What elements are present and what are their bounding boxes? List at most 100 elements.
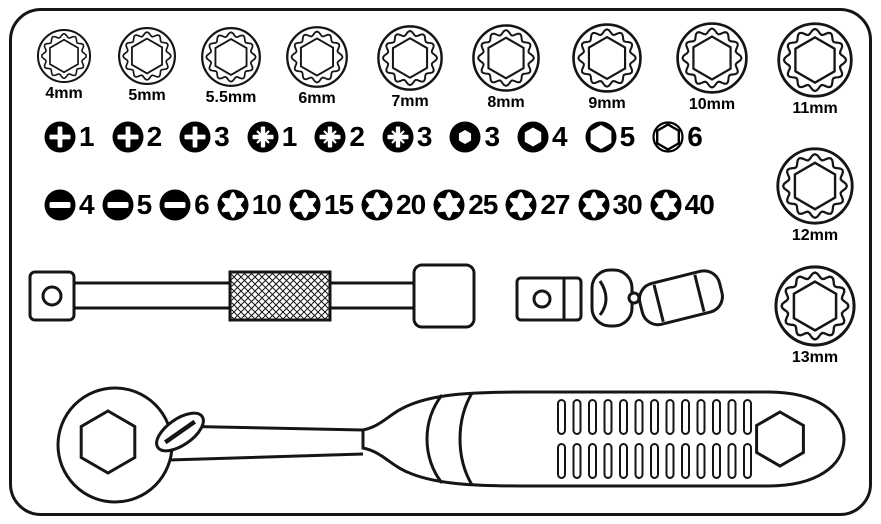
socket-4mm: 4mm [36, 28, 92, 103]
ratchet-grip-outline [361, 390, 846, 488]
bit-torx-15: 15 [289, 189, 354, 221]
socket-drawing [117, 26, 177, 86]
u-joint-swivel-end [638, 269, 724, 327]
bit-size-label: 3 [214, 121, 230, 152]
bit-size-label: 27 [540, 189, 570, 220]
socket-drawing [776, 21, 854, 99]
bit-pozidriv-1: 1 [247, 121, 297, 153]
extension-bar-shaft-2 [330, 281, 414, 310]
socket-11mm: 11mm [776, 21, 854, 118]
bit-size-label: 3 [484, 121, 500, 152]
extension-bar-knurled-grip [228, 270, 332, 322]
bit-size-label: 4 [79, 189, 95, 220]
universal-joint-drawing [515, 268, 724, 328]
bit-size-label: 5 [619, 121, 636, 152]
socket-5mm: 5mm [117, 26, 177, 105]
torx-bit-icon [505, 189, 537, 221]
pozidriv-bit-icon [314, 121, 346, 153]
ratchet-bit-hex-recess [755, 410, 805, 468]
bit-size-label: 1 [281, 121, 298, 152]
bit-slotted-6: 6 [159, 189, 210, 221]
bit-size-label: 2 [349, 121, 365, 152]
bit-size-label: 10 [251, 189, 282, 220]
u-joint-pivot [627, 291, 641, 305]
extension-bar-shaft [74, 281, 230, 310]
bit-size-label: 6 [194, 189, 210, 220]
hex-bit-icon [449, 121, 481, 153]
bit-hex-3: 3 [449, 121, 500, 153]
socket-9mm: 9mm [571, 22, 643, 113]
ratchet-grip-ribs [557, 399, 752, 479]
socket-size-label: 5.5mm [205, 89, 257, 106]
bit-pozidriv-3: 3 [382, 121, 432, 153]
torx-bit-icon [361, 189, 393, 221]
bit-hex-4: 4 [517, 121, 568, 153]
socket-drawing [36, 28, 92, 84]
bit-size-label: 15 [323, 189, 354, 220]
bit-torx-25: 25 [433, 189, 498, 221]
socket-10mm: 10mm [675, 21, 749, 114]
extension-bar-socket-end [412, 263, 476, 329]
bit-size-label: 3 [416, 121, 433, 152]
socket-size-label: 9mm [588, 95, 626, 112]
slotted-bit-icon [44, 189, 76, 221]
hex-bit-icon [652, 121, 684, 153]
socket-size-label: 13mm [791, 349, 839, 366]
socket-6mm: 6mm [285, 25, 349, 108]
socket-7mm: 7mm [376, 24, 444, 111]
bit-size-label: 30 [612, 189, 643, 220]
bit-hex-5: 5 [585, 121, 635, 153]
slotted-bit-icon [102, 189, 134, 221]
socket-8mm: 8mm [471, 23, 541, 112]
socket-5.5mm: 5.5mm [200, 26, 262, 107]
extension-bar-drive-hole [41, 285, 63, 307]
bit-phillips-3: 3 [179, 121, 230, 153]
bit-size-label: 25 [468, 189, 498, 220]
hex-bit-icon [585, 121, 617, 153]
bit-torx-10: 10 [217, 189, 282, 221]
socket-drawing [775, 146, 855, 226]
socket-size-label: 11mm [792, 100, 838, 117]
bit-torx-20: 20 [361, 189, 426, 221]
socket-size-label: 5mm [128, 87, 166, 104]
hex-bit-icon [517, 121, 549, 153]
phillips-bit-icon [44, 121, 76, 153]
bit-phillips-2: 2 [112, 121, 162, 153]
ratchet-head [56, 386, 174, 504]
socket-size-label: 12mm [791, 227, 839, 244]
u-joint-knuckle [590, 268, 634, 328]
bit-size-label: 5 [136, 189, 153, 220]
bit-torx-30: 30 [578, 189, 643, 221]
u-joint-knuckle-line [598, 280, 608, 316]
extension-bar-drawing [28, 263, 476, 329]
bit-phillips-1: 1 [44, 121, 95, 153]
phillips-bit-icon [179, 121, 211, 153]
pozidriv-bit-icon [247, 121, 279, 153]
torx-bit-icon [289, 189, 321, 221]
torx-bit-icon [578, 189, 610, 221]
u-joint-drive-hole [532, 289, 552, 309]
bit-size-label: 4 [552, 121, 568, 152]
ratchet-reverse-lever [155, 411, 205, 453]
socket-12mm: 12mm [775, 146, 855, 245]
ratchet-hex-hole [79, 409, 137, 475]
socket-size-label: 6mm [298, 90, 336, 107]
bit-size-label: 2 [146, 121, 163, 152]
bit-size-label: 40 [684, 189, 715, 220]
socket-drawing [675, 21, 749, 95]
socket-drawing [773, 264, 857, 348]
bit-torx-40: 40 [650, 189, 715, 221]
bit-pozidriv-2: 2 [314, 121, 365, 153]
socket-drawing [285, 25, 349, 89]
socket-drawing [200, 26, 262, 88]
bit-slotted-4: 4 [44, 189, 95, 221]
socket-drawing [376, 24, 444, 92]
socket-size-label: 10mm [688, 96, 736, 113]
bit-size-label: 1 [79, 121, 95, 152]
torx-bit-icon [650, 189, 682, 221]
ratchet-handle-drawing [56, 386, 846, 504]
